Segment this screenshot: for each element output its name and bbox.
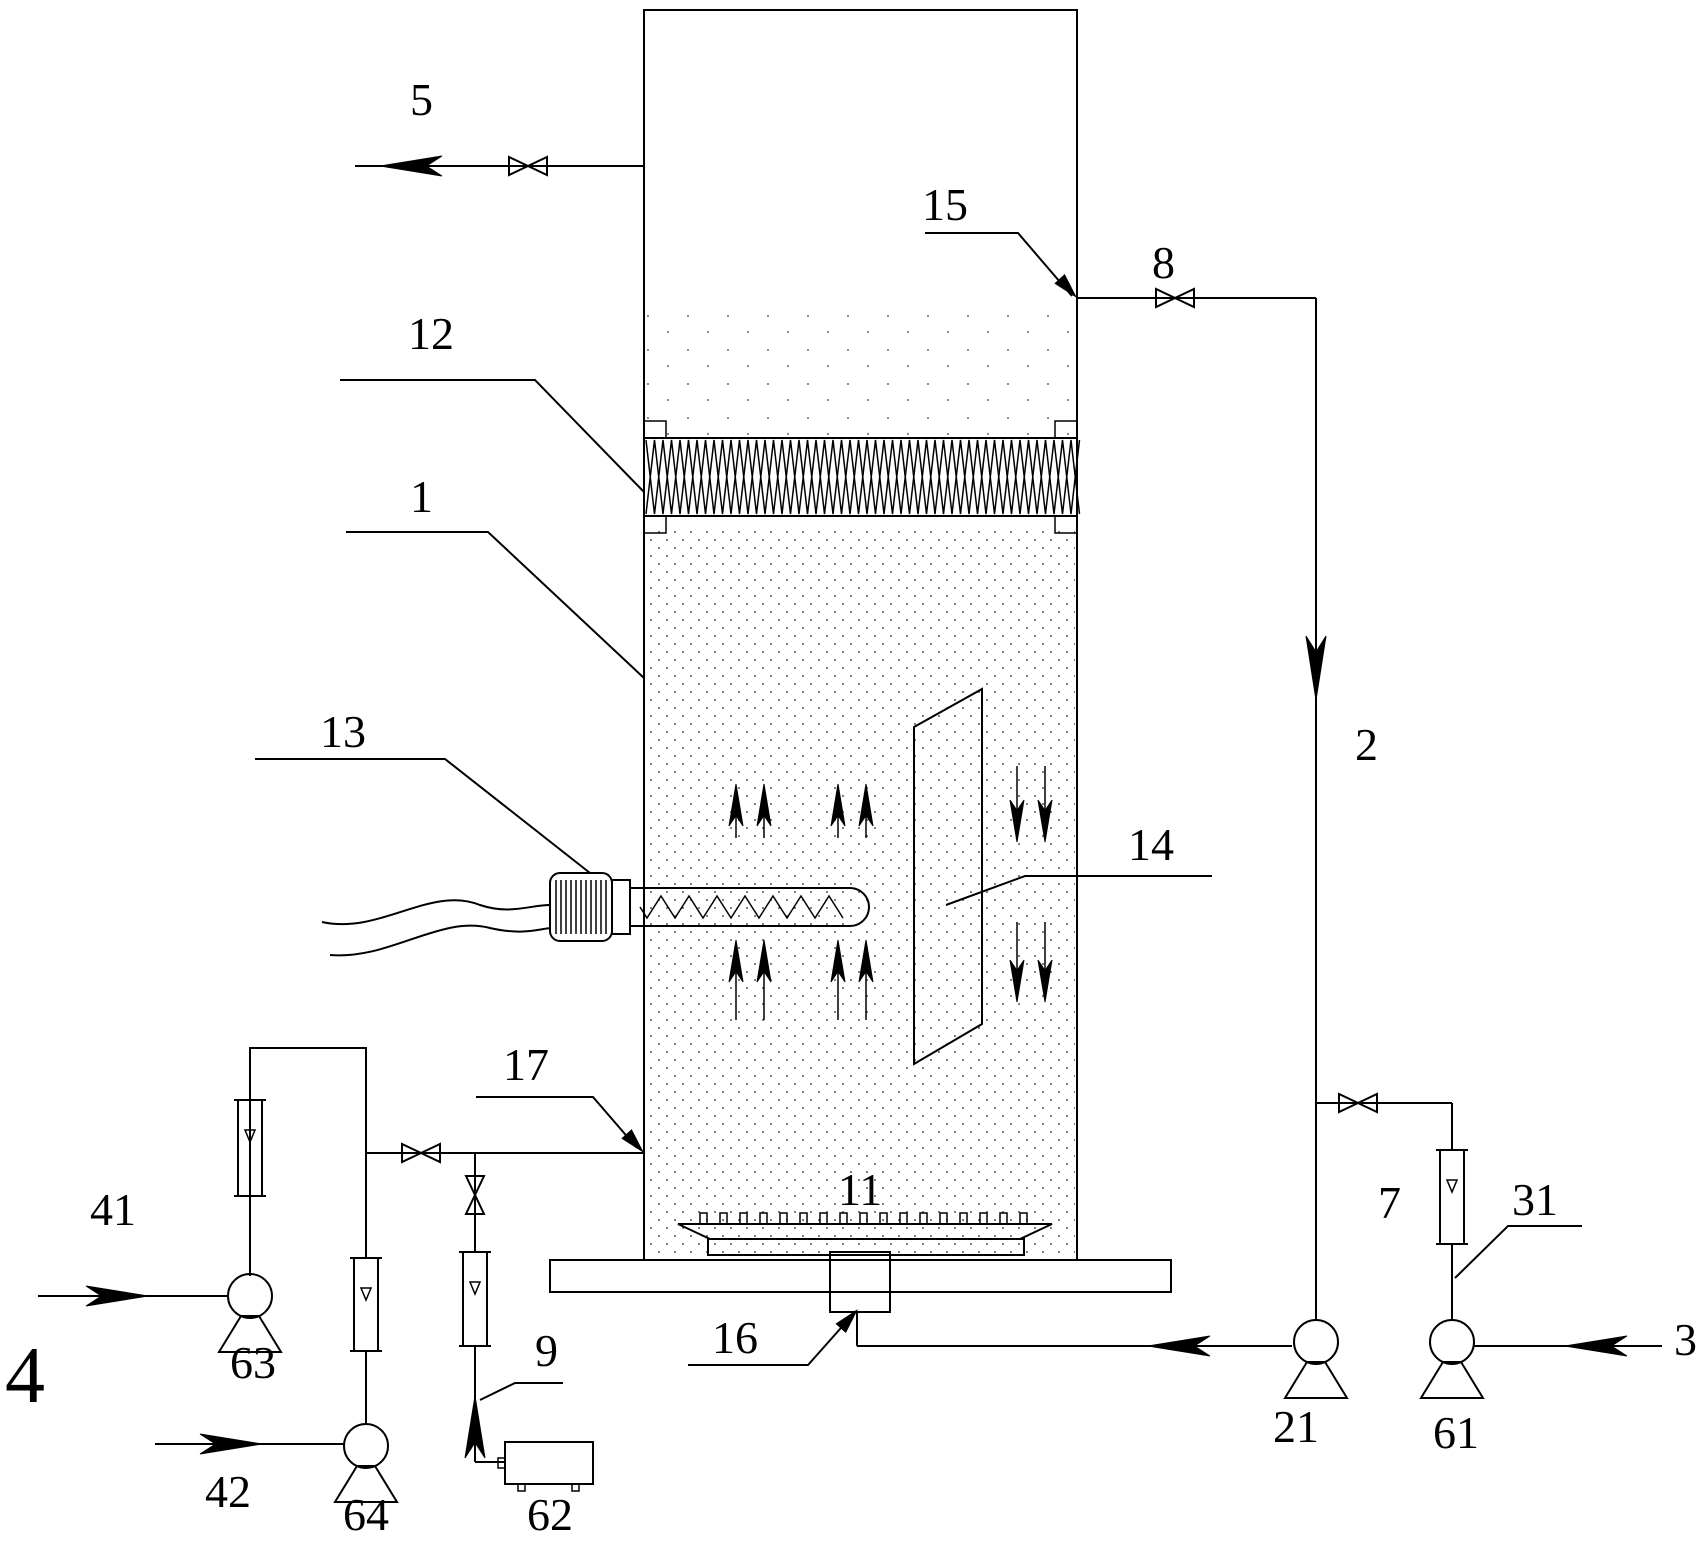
recirculation-line [856,297,1317,1347]
gas-line-valve [401,1142,441,1164]
nozzle [839,1212,848,1225]
nozzle [799,1212,808,1225]
light-source [321,872,870,957]
gas-inlet-a-arrow [85,1285,149,1307]
label-9: 9 [535,1325,558,1376]
upflow-arrowhead [756,783,772,827]
pump-61 [1419,1319,1485,1399]
flowmeter-64 [350,1257,382,1352]
upflow-arrowhead [830,939,846,983]
upflow-arrowhead [728,939,744,983]
nozzle [819,1212,828,1225]
nozzle [1019,1212,1028,1225]
label-21: 21 [1273,1401,1319,1452]
nozzle [899,1212,908,1225]
influent-line [1316,1102,1662,1347]
labels: 5 15 8 12 1 2 13 14 17 11 41 7 31 3 16 9… [5,74,1697,1540]
air-pump-62 [497,1441,594,1492]
upflow-arrowhead [830,783,846,827]
pump-21 [1283,1319,1349,1399]
downflow-arrowhead [1037,959,1053,1003]
gas-pump-arrow [464,1395,486,1459]
nozzle [999,1212,1008,1225]
distributor [677,1212,1053,1256]
label-11: 11 [838,1164,882,1215]
downflow-arrowhead [1037,799,1053,843]
downflow-arrowhead [1009,799,1025,843]
label-7: 7 [1378,1177,1401,1228]
nozzle [879,1212,888,1225]
label-13: 13 [320,706,366,757]
baffle [913,687,983,1066]
flowmeter-63 [234,1099,266,1197]
pump-63 [217,1273,283,1353]
influent-valve [1338,1092,1378,1114]
label-4: 4 [5,1332,45,1420]
leader-lines [255,232,1582,1401]
pump-64 [333,1423,399,1503]
leader-arrowhead [1054,274,1077,298]
nozzle [919,1212,928,1225]
label-31: 31 [1512,1174,1558,1225]
label-1: 1 [410,471,433,522]
nozzle [859,1212,868,1225]
label-15: 15 [922,179,968,230]
label-64: 64 [343,1489,389,1540]
label-3: 3 [1674,1314,1697,1365]
reactor-column [643,9,1078,1261]
nozzle [719,1212,728,1225]
label-5: 5 [410,74,433,125]
label-63: 63 [230,1337,276,1388]
nozzle [739,1212,748,1225]
upflow-arrowhead [858,783,874,827]
label-62: 62 [527,1489,573,1540]
label-42: 42 [205,1466,251,1517]
nozzle [939,1212,948,1225]
label-16: 16 [712,1312,758,1363]
nozzle [699,1212,708,1225]
leader-arrowhead [835,1309,858,1334]
label-41: 41 [90,1184,136,1235]
gas-supply-lines [38,1047,644,1463]
label-12: 12 [408,308,454,359]
label-14: 14 [1128,819,1174,870]
upflow-arrowhead [858,939,874,983]
label-17: 17 [503,1039,549,1090]
upflow-arrowhead [728,783,744,827]
outlet-valve [508,155,548,177]
bottom-feed-arrow [1147,1335,1211,1357]
upflow-arrowhead [756,939,772,983]
nozzle [759,1212,768,1225]
downflow-arrowhead [1009,959,1025,1003]
nozzle [959,1212,968,1225]
flowmeter-62 [459,1251,491,1347]
pipe-arrows [85,155,1628,1459]
influent-arrow [1564,1335,1628,1357]
gas-branch-valve [464,1175,486,1215]
flowmeter-7 [1436,1149,1468,1245]
flow-arrows [728,766,1053,1020]
nozzle [779,1212,788,1225]
label-61: 61 [1433,1407,1479,1458]
gas-inlet-b-arrow [199,1433,263,1455]
base-plate [549,1251,1172,1313]
nozzle [979,1212,988,1225]
leader-arrowhead [621,1129,644,1153]
recirculation-arrow [1305,635,1327,701]
packing-layer [643,420,1081,534]
outlet-arrow [379,155,443,177]
label-8: 8 [1152,237,1175,288]
recirculation-valve [1155,287,1195,309]
label-2: 2 [1355,719,1378,770]
